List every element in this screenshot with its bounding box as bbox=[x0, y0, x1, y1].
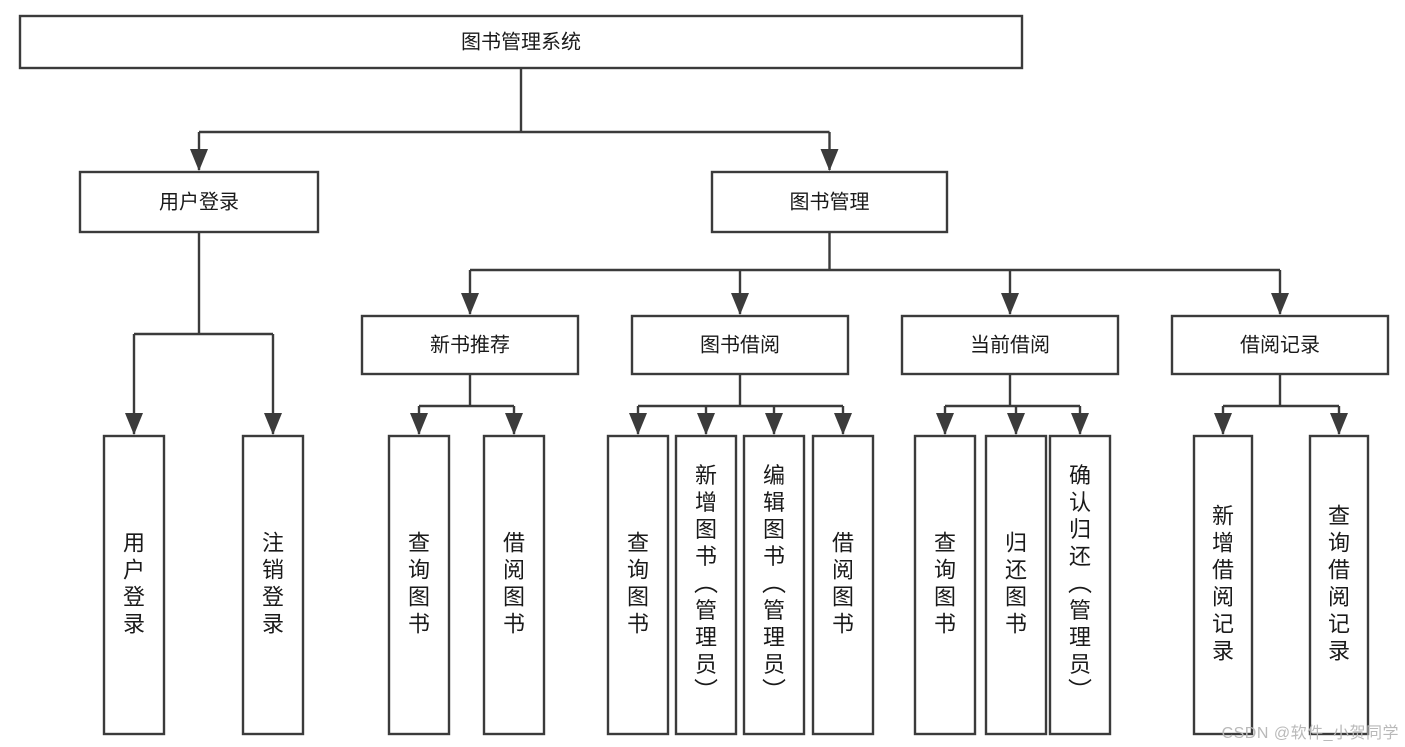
node-label-leaf-record-add: 新增借阅记录 bbox=[1212, 503, 1234, 663]
node-box-leaf-borrow-query[interactable] bbox=[606, 434, 670, 736]
arrow-head-icon bbox=[125, 413, 143, 435]
arrow-head-icon bbox=[190, 149, 208, 171]
node-leaf-record-query[interactable]: 查询借阅记录 bbox=[1308, 434, 1370, 736]
node-box-leaf-borrow-edit[interactable] bbox=[742, 434, 806, 736]
node-label-leaf-user-login: 用户登录 bbox=[123, 530, 145, 636]
node-leaf-new-query[interactable]: 查询图书 bbox=[387, 434, 451, 736]
node-box-leaf-new-borrow[interactable] bbox=[482, 434, 546, 736]
node-leaf-borrow-add[interactable]: 新增图书︵管理员︶ bbox=[674, 434, 738, 736]
node-root[interactable]: 图书管理系统 bbox=[18, 14, 1024, 70]
node-label-root: 图书管理系统 bbox=[461, 30, 581, 53]
node-box-leaf-current-confirm[interactable] bbox=[1048, 434, 1112, 736]
arrow-head-icon bbox=[820, 149, 839, 171]
node-box-leaf-borrow-add[interactable] bbox=[674, 434, 738, 736]
node-box-leaf-new-query[interactable] bbox=[387, 434, 451, 736]
node-leaf-borrow-lend[interactable]: 借阅图书 bbox=[811, 434, 875, 736]
node-box-login[interactable] bbox=[78, 170, 320, 234]
node-leaf-user-login[interactable]: 用户登录 bbox=[102, 434, 166, 736]
node-leaf-current-return[interactable]: 归还图书 bbox=[984, 434, 1048, 736]
node-label-leaf-record-query: 查询借阅记录 bbox=[1328, 503, 1350, 663]
arrow-head-icon bbox=[834, 413, 852, 435]
node-leaf-record-add[interactable]: 新增借阅记录 bbox=[1192, 434, 1254, 736]
node-leaf-borrow-query[interactable]: 查询图书 bbox=[606, 434, 670, 736]
arrow-head-icon bbox=[410, 413, 428, 435]
node-box-leaf-current-query[interactable] bbox=[913, 434, 977, 736]
arrow-head-icon bbox=[1330, 413, 1348, 435]
node-leaf-current-confirm[interactable]: 确认归还︵管理员︶ bbox=[1048, 434, 1112, 736]
arrow-head-icon bbox=[461, 293, 479, 315]
arrow-head-icon bbox=[1271, 293, 1289, 315]
node-layer: 图书管理系统用户登录图书管理新书推荐图书借阅当前借阅借阅记录用户登录注销登录查询… bbox=[18, 14, 1390, 736]
node-login[interactable]: 用户登录 bbox=[78, 170, 320, 234]
node-label-bookmgmt: 图书管理 bbox=[790, 190, 870, 213]
arrow-head-icon bbox=[765, 413, 783, 435]
node-box-current[interactable] bbox=[900, 314, 1120, 376]
node-box-leaf-borrow-lend[interactable] bbox=[811, 434, 875, 736]
arrow-head-icon bbox=[505, 413, 523, 435]
node-label-record: 借阅记录 bbox=[1240, 333, 1320, 356]
node-box-bookmgmt[interactable] bbox=[710, 170, 949, 234]
node-label-leaf-borrow-query: 查询图书 bbox=[627, 530, 649, 636]
node-newbook[interactable]: 新书推荐 bbox=[360, 314, 580, 376]
node-box-leaf-record-query[interactable] bbox=[1308, 434, 1370, 736]
arrow-head-icon bbox=[697, 413, 715, 435]
node-box-newbook[interactable] bbox=[360, 314, 580, 376]
node-label-leaf-user-logout: 注销登录 bbox=[262, 530, 284, 636]
arrow-head-icon bbox=[1001, 293, 1019, 315]
node-label-leaf-current-return: 归还图书 bbox=[1005, 530, 1027, 636]
arrow-head-icon bbox=[1007, 413, 1025, 435]
node-label-leaf-borrow-lend: 借阅图书 bbox=[832, 530, 854, 636]
node-box-record[interactable] bbox=[1170, 314, 1390, 376]
node-current[interactable]: 当前借阅 bbox=[900, 314, 1120, 376]
arrow-head-icon bbox=[1214, 413, 1232, 435]
node-label-login: 用户登录 bbox=[159, 190, 239, 213]
arrow-head-icon bbox=[1071, 413, 1089, 435]
node-label-leaf-borrow-edit: 编辑图书︵管理员︶ bbox=[762, 463, 786, 706]
node-box-leaf-record-add[interactable] bbox=[1192, 434, 1254, 736]
node-label-leaf-new-borrow: 借阅图书 bbox=[503, 530, 525, 636]
arrow-head-icon bbox=[936, 413, 954, 435]
node-leaf-new-borrow[interactable]: 借阅图书 bbox=[482, 434, 546, 736]
node-label-current: 当前借阅 bbox=[970, 333, 1050, 356]
node-label-leaf-borrow-add: 新增图书︵管理员︶ bbox=[694, 463, 718, 706]
arrow-head-icon bbox=[629, 413, 647, 435]
node-borrow[interactable]: 图书借阅 bbox=[630, 314, 850, 376]
node-label-leaf-current-confirm: 确认归还︵管理员︶ bbox=[1068, 463, 1092, 706]
node-label-borrow: 图书借阅 bbox=[700, 333, 780, 356]
node-box-leaf-current-return[interactable] bbox=[984, 434, 1048, 736]
node-label-leaf-current-query: 查询图书 bbox=[934, 530, 956, 636]
arrow-head-icon bbox=[264, 413, 282, 435]
watermark-text: CSDN @软件_小贺同学 bbox=[1221, 725, 1399, 742]
node-box-leaf-user-login[interactable] bbox=[102, 434, 166, 736]
node-box-root[interactable] bbox=[18, 14, 1024, 70]
connector-layer bbox=[125, 68, 1348, 435]
arrow-head-icon bbox=[731, 293, 749, 315]
node-leaf-user-logout[interactable]: 注销登录 bbox=[241, 434, 305, 736]
node-box-leaf-user-logout[interactable] bbox=[241, 434, 305, 736]
node-leaf-borrow-edit[interactable]: 编辑图书︵管理员︶ bbox=[742, 434, 806, 736]
node-label-leaf-new-query: 查询图书 bbox=[408, 530, 430, 636]
node-record[interactable]: 借阅记录 bbox=[1170, 314, 1390, 376]
node-label-newbook: 新书推荐 bbox=[430, 333, 510, 356]
node-box-borrow[interactable] bbox=[630, 314, 850, 376]
node-bookmgmt[interactable]: 图书管理 bbox=[710, 170, 949, 234]
node-leaf-current-query[interactable]: 查询图书 bbox=[913, 434, 977, 736]
